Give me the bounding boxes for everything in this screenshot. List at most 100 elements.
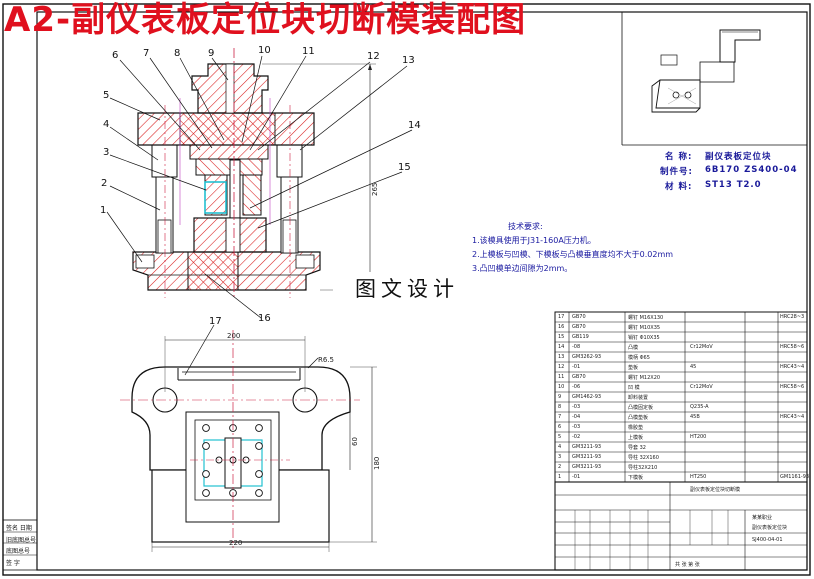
bom-cell-name: 导柱 32X160 [628, 454, 659, 461]
callout-2: 2 [101, 178, 108, 189]
callout-10: 10 [258, 45, 271, 56]
bom-cell-no: 1 [558, 473, 562, 480]
bom-cell-mat: 45B [690, 413, 700, 420]
bom-cell-no: 10 [558, 383, 565, 390]
part-no-value: 6B170 ZS400-04 [705, 165, 798, 175]
bom-cell-note: HRC58~6 [780, 383, 805, 390]
tech-req-2: 2.上模板与凹模、下模板与凸模垂直度均不大于0.02mm [472, 250, 674, 259]
callout-4: 4 [103, 119, 110, 130]
punch [229, 159, 241, 219]
bom-cell-name: 凹 模 [628, 384, 640, 391]
bom-cell-no: 7 [558, 413, 562, 420]
callout-9: 9 [208, 48, 215, 59]
bom-cell-name: 上模板 [628, 434, 644, 441]
bom-cell-no: 6 [558, 423, 562, 430]
inner-frame [36, 11, 808, 571]
bom-cell-name: 卸料装置 [628, 394, 649, 401]
bom-cell-mat: HT200 [690, 433, 707, 440]
bom-cell-note: GM1161-93 [780, 473, 810, 480]
bom-cell-name: 凸模 [628, 344, 639, 351]
bom-cell-mat: Cr12MoV [690, 383, 713, 390]
tech-req-1: 1.该模具使用于J31-160A压力机。 [472, 236, 596, 245]
bom-cell-code: -03 [572, 423, 581, 430]
bom-cell-no: 5 [558, 433, 562, 440]
title-block-company: 某某职业 [752, 515, 773, 521]
bom-cell-code: -04 [572, 413, 581, 420]
part-detail-view [621, 12, 807, 146]
bom-cell-code: -06 [572, 383, 581, 390]
bom-cell-name: 垫板 [628, 364, 639, 371]
side-label-2: 旧底图总号 [6, 537, 37, 544]
bom-cell-no: 13 [558, 353, 565, 360]
bom-cell-no: 11 [558, 373, 565, 380]
callout-16: 16 [258, 313, 271, 324]
dimension-200: 200 [227, 332, 241, 340]
bom-cell-no: 14 [558, 343, 565, 350]
bom-cell-no: 15 [558, 333, 565, 340]
dimension-radius: R6.5 [318, 356, 334, 364]
bom-cell-no: 4 [558, 443, 562, 450]
bom-cell-code: GB119 [572, 333, 589, 340]
bom-cell-code: -02 [572, 433, 581, 440]
bom-cell-code: GM3211-93 [572, 443, 602, 450]
title-block-drawing-name: 副仪表板定位块 [752, 525, 788, 531]
callout-8: 8 [174, 48, 181, 59]
title-block-subtitle: 副仪表板定位块切断模 [690, 487, 741, 493]
side-block [2, 519, 38, 571]
bom-cell-no: 12 [558, 363, 565, 370]
title-block-drawing-no: SJ400-04-01 [752, 537, 783, 543]
callout-12: 12 [367, 51, 380, 62]
part-name-value: 副仪表板定位块 [705, 152, 772, 162]
bom-cell-name: 凸模固定板 [628, 404, 654, 411]
title-block [554, 481, 808, 571]
tech-req-heading: 技术要求: [508, 222, 543, 231]
bom-table [554, 311, 808, 483]
material-value: ST13 T2.0 [705, 180, 762, 190]
dimension-220: 220 [229, 539, 243, 547]
bom-cell-code: -03 [572, 403, 581, 410]
bom-cell-code: GB70 [572, 313, 586, 320]
bom-cell-name: 销钉 Φ10X35 [628, 334, 660, 341]
title-block-sheet: 共 张 第 张 [675, 562, 700, 568]
bom-cell-name: 橡胶垫 [628, 424, 644, 431]
side-label-4: 签 字 [6, 560, 20, 567]
bom-cell-mat: HT250 [690, 473, 707, 480]
side-label-1: 签名 日期 [6, 525, 32, 532]
callout-6: 6 [112, 50, 119, 61]
tech-req-3: 3.凸凹模单边间隙为2mm。 [472, 264, 573, 273]
bom-cell-name: 凸模垫板 [628, 414, 649, 421]
bom-cell-code: -01 [572, 363, 581, 370]
side-label-3: 底图总号 [6, 548, 31, 555]
bom-cell-no: 8 [558, 403, 562, 410]
bom-cell-no: 16 [558, 323, 565, 330]
bom-cell-code: GB70 [572, 323, 586, 330]
bom-cell-mat: 45 [690, 363, 697, 370]
dimension-60: 60 [351, 437, 359, 446]
bom-cell-no: 9 [558, 393, 562, 400]
bom-cell-code: GM3262-93 [572, 353, 602, 360]
drawing-title: A2-副仪表板定位块切断模装配图 [4, 0, 527, 40]
bom-cell-no: 17 [558, 313, 565, 320]
outer-frame [2, 3, 811, 576]
callout-5: 5 [103, 90, 110, 101]
bom-cell-name: 模柄 Φ65 [628, 354, 650, 361]
bom-cell-code: GM3211-93 [572, 453, 602, 460]
bom-cell-note: HRC43~4 [780, 363, 805, 370]
callout-11: 11 [302, 46, 315, 57]
callout-14: 14 [408, 120, 421, 131]
bom-cell-name: 导套 32 [628, 444, 646, 451]
callout-3: 3 [103, 147, 110, 158]
bom-cell-code: GM3211-93 [572, 463, 602, 470]
callout-1: 1 [100, 205, 107, 216]
bom-cell-code: GB70 [572, 373, 586, 380]
watermark-text: 图文设计 [333, 272, 481, 306]
bom-cell-no: 3 [558, 453, 562, 460]
bom-cell-name: 螺钉 M16X130 [628, 314, 664, 321]
bom-cell-name: 下模板 [628, 474, 644, 481]
bom-cell-note: HRC28~3 [780, 313, 805, 320]
bom-cell-no: 2 [558, 463, 562, 470]
bom-cell-code: -08 [572, 343, 581, 350]
bom-cell-name: 螺钉 M10X35 [628, 324, 661, 331]
